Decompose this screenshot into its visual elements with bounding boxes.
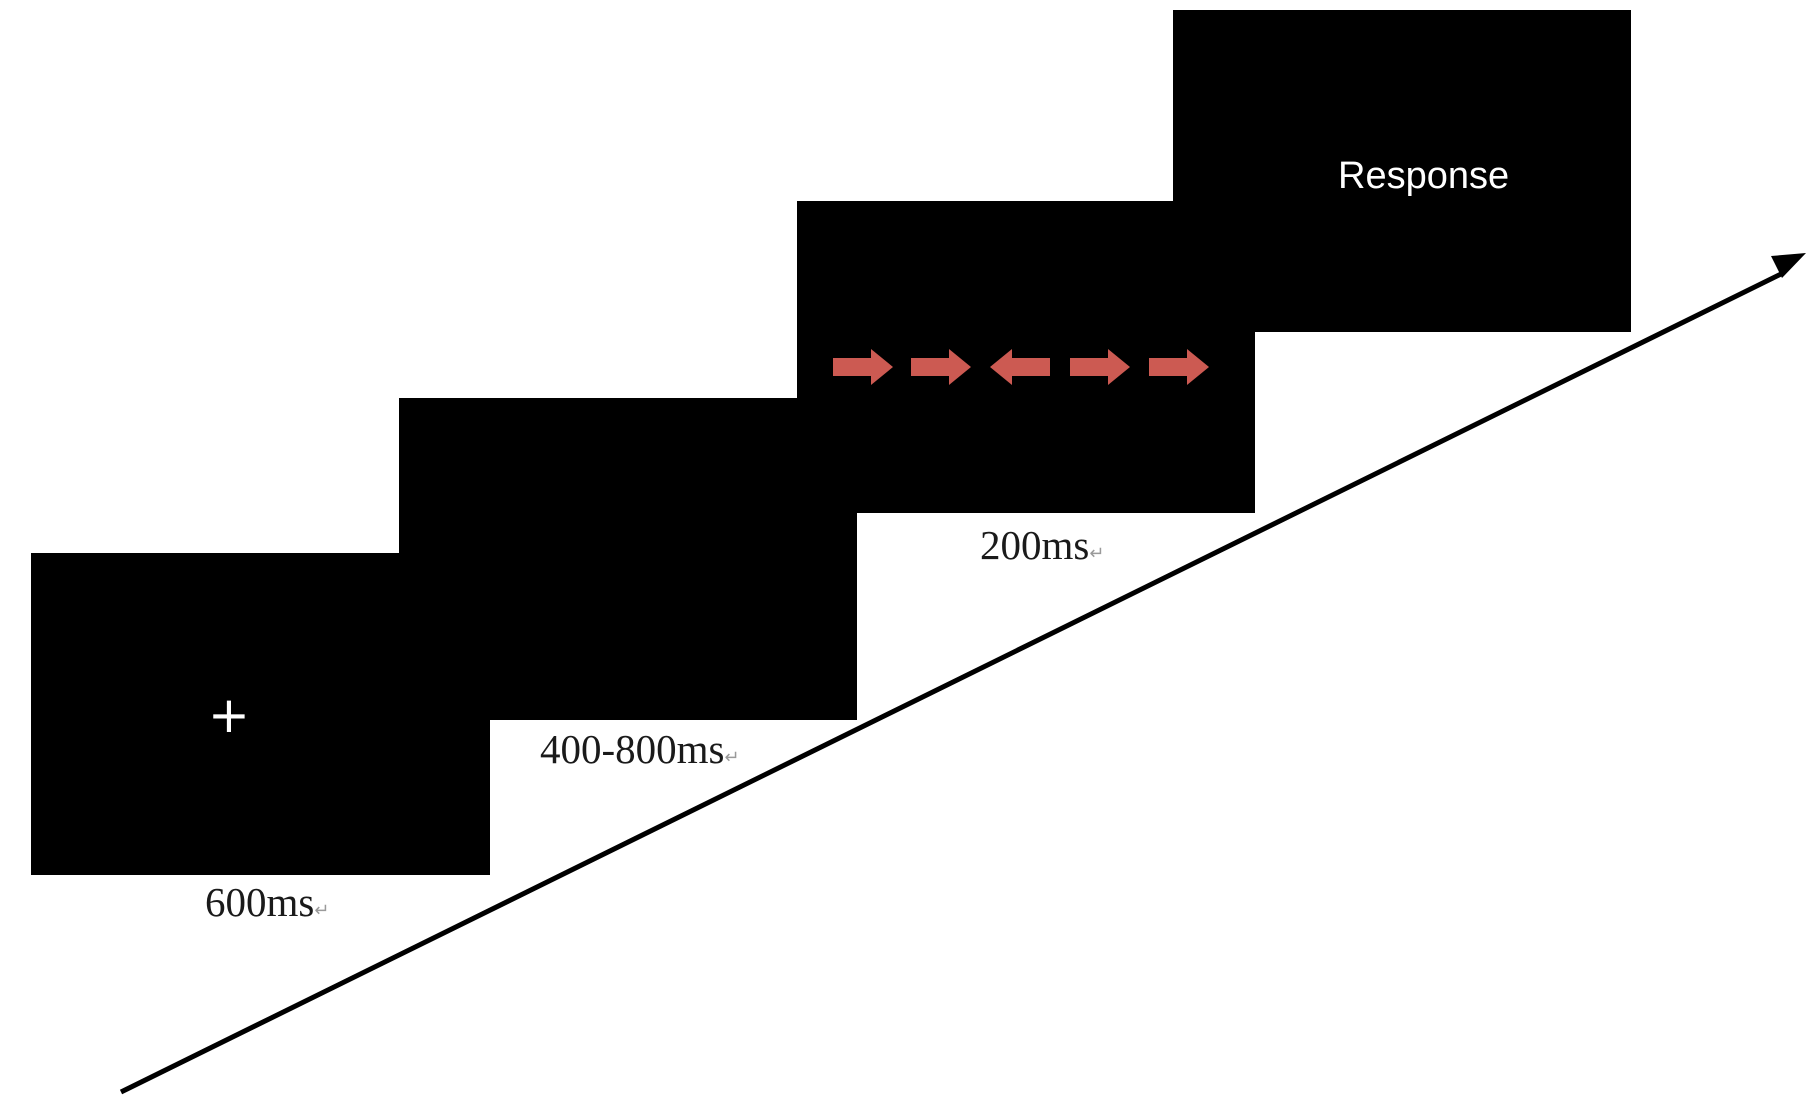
duration-text: 400-800ms (540, 726, 725, 772)
return-mark: ↵ (314, 900, 330, 920)
arrow-left-icon (990, 349, 1050, 385)
arrow-right-icon (833, 349, 893, 385)
arrow-right-icon (1149, 349, 1209, 385)
flanker-arrows (833, 349, 1209, 385)
fixation-duration-label: 600ms↵ (205, 882, 329, 923)
duration-text: 200ms (980, 522, 1090, 568)
blank-interval-screen (399, 398, 857, 720)
response-label: Response (1338, 155, 1510, 197)
return-mark: ↵ (724, 747, 740, 767)
stimulus-duration-label: 200ms↵ (980, 525, 1104, 566)
arrow-right-icon (1070, 349, 1130, 385)
arrow-right-icon (911, 349, 971, 385)
timeline-arrowhead-icon (1771, 253, 1806, 278)
duration-text: 600ms (205, 879, 315, 925)
response-screen (1173, 10, 1631, 332)
interval-duration-label: 400-800ms↵ (540, 729, 740, 770)
fixation-cross: + (208, 686, 250, 744)
timeline-arrow (119, 271, 1783, 1095)
return-mark: ↵ (1089, 543, 1105, 563)
